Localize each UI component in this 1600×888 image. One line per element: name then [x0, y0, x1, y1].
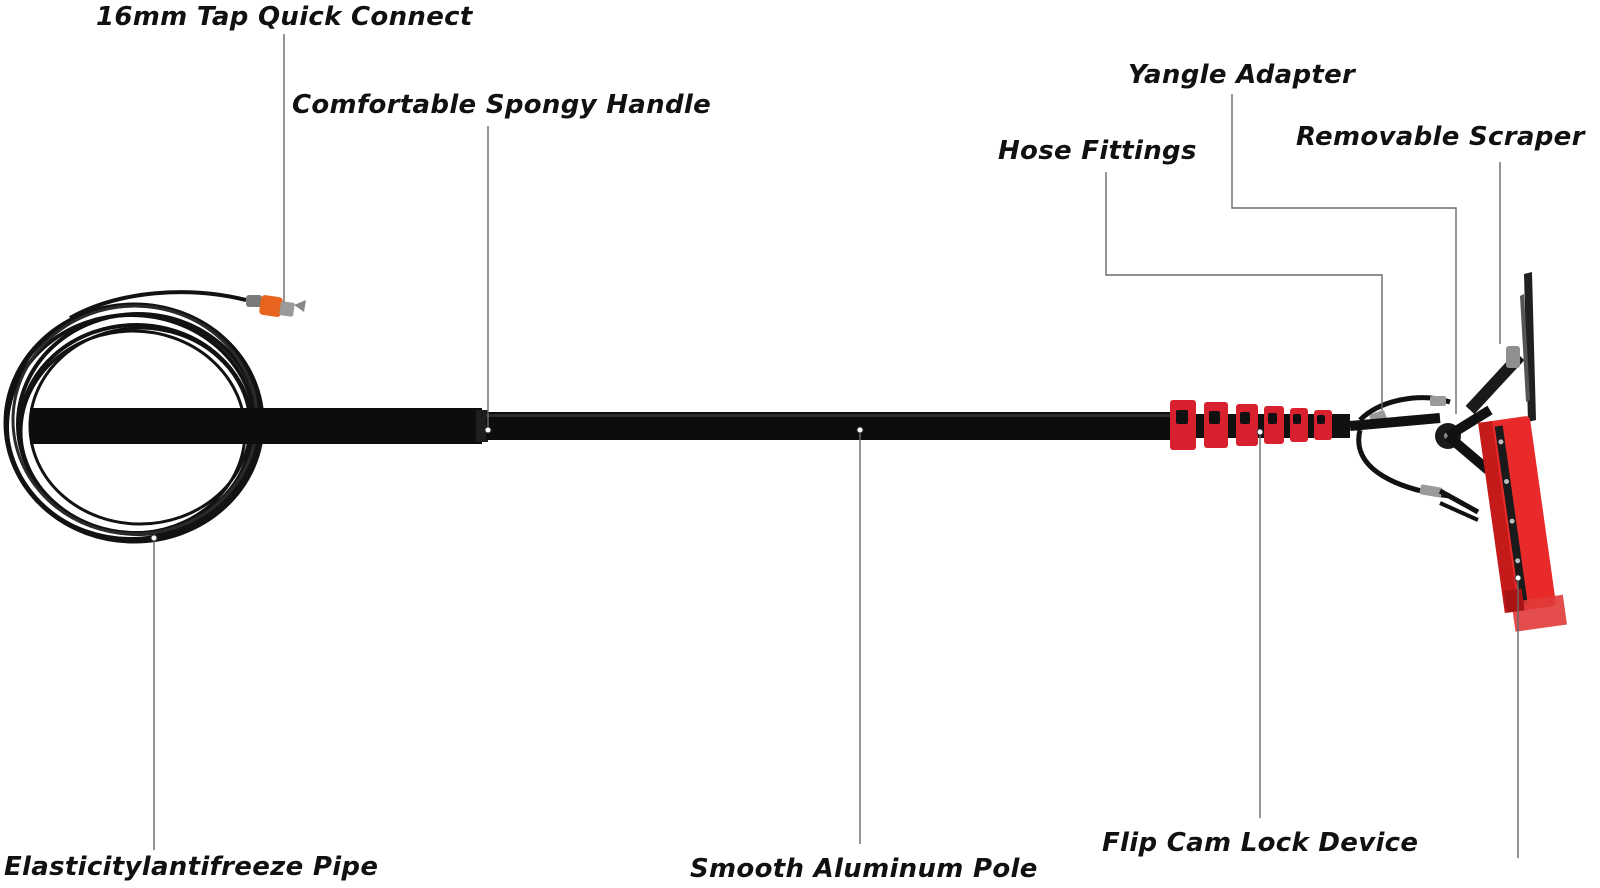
label-antifreeze-pipe: Elasticitylantifreeze Pipe [4, 852, 379, 882]
label-aluminum-pole: Smooth Aluminum Pole [690, 854, 1038, 884]
label-removable-scraper: Removable Scraper [1296, 122, 1585, 152]
flip-cam-clamps [1170, 400, 1332, 450]
hose-fittings [1356, 395, 1480, 522]
leader-lines [153, 34, 1519, 858]
yangle-adapter [1349, 405, 1493, 474]
label-spongy-handle: Comfortable Spongy Handle [292, 90, 712, 120]
label-yangle-adapter: Yangle Adapter [1128, 60, 1356, 90]
label-hose-fittings: Hose Fittings [998, 136, 1197, 166]
quick-connect [246, 295, 306, 317]
brush-head [1478, 416, 1567, 632]
spongy-handle [30, 408, 482, 444]
handle-collar [476, 410, 488, 442]
label-flip-cam-lock: Flip Cam Lock Device [1102, 828, 1419, 858]
leader-dots [150, 426, 1522, 582]
label-quick-connect: 16mm Tap Quick Connect [96, 2, 473, 32]
hose-tail [69, 290, 247, 320]
removable-scraper [1465, 272, 1536, 422]
